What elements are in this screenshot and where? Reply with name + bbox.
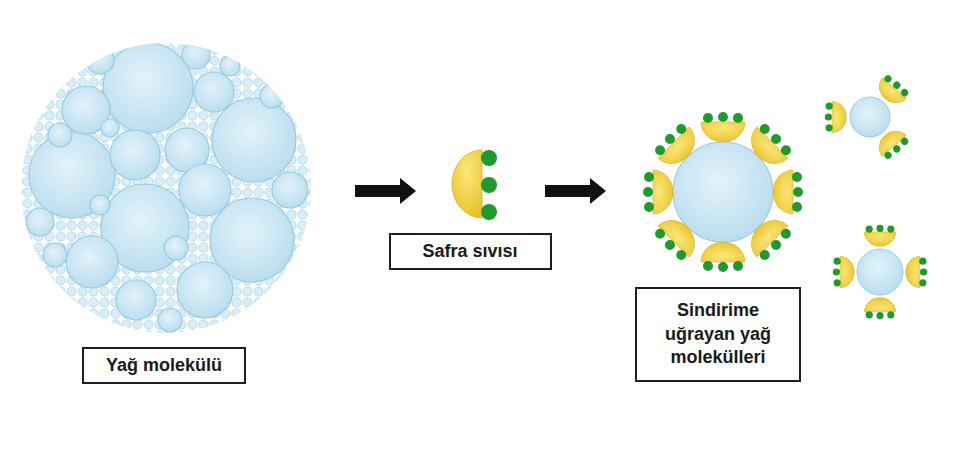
emulsified-droplet — [825, 72, 911, 162]
box-label: Safra sıvısı — [422, 240, 517, 263]
process-arrow — [355, 178, 416, 204]
label-box: Safra sıvısı — [389, 233, 552, 270]
box-label: Sindirime uğrayan yağ molekülleri — [646, 299, 790, 369]
bile-molecule — [452, 150, 497, 220]
box-label: Yağ molekülü — [106, 354, 222, 377]
process-arrow — [545, 178, 606, 204]
emulsified-droplet — [833, 225, 927, 319]
fat-droplet — [21, 41, 311, 333]
droplet-texture — [21, 43, 311, 333]
micelle — [643, 112, 803, 272]
label-box: Yağ molekülü — [82, 347, 246, 384]
fat-globules — [26, 41, 308, 332]
label-box: Sindirime uğrayan yağ molekülleri — [635, 287, 801, 382]
